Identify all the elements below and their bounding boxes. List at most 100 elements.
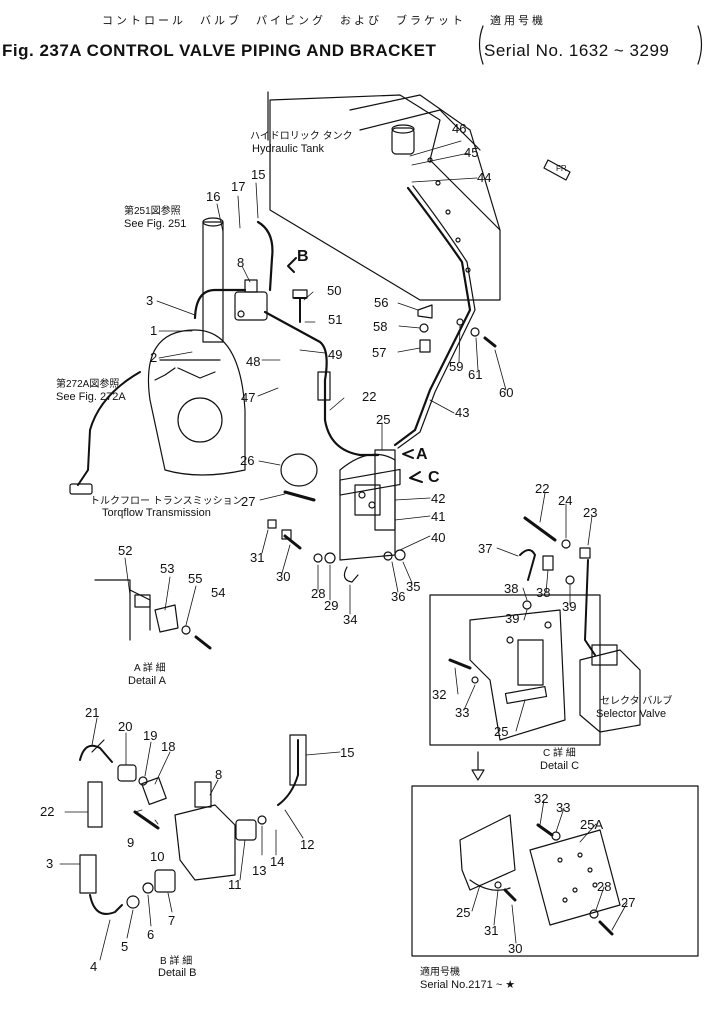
bolts-30-31	[267, 519, 302, 550]
part-43: 43	[455, 405, 470, 420]
part-47: 47	[241, 390, 256, 405]
pipe-22	[263, 310, 380, 457]
see-fig-272a-label: See Fig. 272A	[56, 391, 126, 403]
part-35: 35	[406, 579, 421, 594]
part-39-b: 39	[562, 599, 577, 614]
part-15-b: 15	[340, 745, 355, 760]
torqflow-label: Torqflow Transmission	[102, 507, 211, 519]
part-54: 54	[211, 585, 226, 600]
part-22-c: 22	[535, 481, 550, 496]
transmission-housing	[147, 329, 246, 476]
pipe-3	[193, 288, 247, 320]
part-28-b: 28	[597, 879, 612, 894]
part-22-b: 22	[40, 804, 55, 819]
bolt-50	[293, 297, 307, 323]
selector-valve-label: Selector Valve	[596, 708, 667, 720]
part-27: 27	[241, 494, 256, 509]
detail-serial-2171	[411, 785, 699, 957]
serial-range: Serial No. 1632 ~ 3299	[484, 41, 670, 60]
jp-serial-label: 適用号機	[490, 15, 546, 27]
part-2: 2	[150, 350, 158, 365]
part-21: 21	[85, 705, 100, 720]
part-7: 7	[168, 913, 176, 928]
part-3-b: 3	[46, 856, 54, 871]
part-38-a: 38	[504, 581, 519, 596]
part-27-b: 27	[621, 895, 636, 910]
part-57: 57	[372, 345, 387, 360]
part-60: 60	[499, 385, 514, 400]
control-valve	[234, 279, 268, 321]
arrow-down	[471, 751, 485, 781]
jp-title: コントロール バルブ パイピング および ブラケット	[102, 15, 466, 27]
part-50: 50	[327, 283, 342, 298]
part-32: 32	[432, 687, 447, 702]
arrow-b-icon	[287, 257, 297, 273]
part-53: 53	[160, 561, 175, 576]
part-3: 3	[146, 293, 154, 308]
part-51: 51	[328, 312, 343, 327]
detail-b	[79, 734, 307, 915]
part-31: 31	[250, 550, 265, 565]
part-56: 56	[374, 295, 389, 310]
part-8: 8	[237, 255, 245, 270]
hose-end-47	[317, 371, 331, 401]
part-58: 58	[373, 319, 388, 334]
part-42: 42	[431, 491, 446, 506]
part-13: 13	[252, 863, 267, 878]
detail-a-jp: A 詳 細	[134, 663, 166, 674]
part-9: 9	[127, 835, 135, 850]
ref-b: B	[297, 248, 309, 265]
page-title: Fig. 237A CONTROL VALVE PIPING AND BRACK…	[2, 41, 437, 60]
part-56	[417, 304, 433, 319]
detail-c-jp: C 詳 細	[543, 748, 576, 759]
title-bracket-right	[697, 25, 703, 65]
see-fig-251-label: See Fig. 251	[124, 218, 187, 230]
ref-c: C	[428, 469, 440, 486]
part-34: 34	[343, 612, 358, 627]
part-20: 20	[118, 719, 133, 734]
part-61: 61	[468, 367, 483, 382]
part-14: 14	[270, 854, 285, 869]
part-8-b: 8	[215, 767, 223, 782]
detail-c	[429, 516, 641, 746]
o-ring-26	[280, 453, 318, 487]
part-16: 16	[206, 189, 221, 204]
part-55: 55	[188, 571, 203, 586]
hydraulic-tank-label: Hydraulic Tank	[252, 143, 324, 155]
part-59: 59	[449, 359, 464, 374]
part-44: 44	[477, 170, 492, 185]
part-12: 12	[300, 837, 315, 852]
leader-lines	[59, 140, 628, 961]
part-36: 36	[391, 589, 406, 604]
part-25-b: 25	[456, 905, 471, 920]
part-28: 28	[311, 586, 326, 601]
part-15: 15	[251, 167, 266, 182]
part-45: 45	[464, 145, 479, 160]
part-30: 30	[276, 569, 291, 584]
u-bolt-34	[343, 566, 359, 583]
part-6: 6	[147, 927, 155, 942]
valve-plate	[339, 449, 401, 561]
part-4: 4	[90, 959, 98, 974]
hose-15	[256, 220, 274, 292]
part-5: 5	[121, 939, 129, 954]
part-25: 25	[376, 412, 391, 427]
torqflow-jp: トルクフロー トランスミッション	[90, 496, 243, 507]
pipe-272a	[77, 371, 141, 486]
part-33: 33	[455, 705, 470, 720]
serial-2171-label: Serial No.2171 ~ ★	[420, 979, 516, 991]
part-29: 29	[324, 598, 339, 613]
serial-2171-jp: 適用号機	[420, 967, 460, 978]
pipe-43	[393, 186, 472, 447]
part-25A: 25A	[580, 817, 604, 832]
detail-a-label: Detail A	[128, 675, 166, 687]
detail-a	[94, 579, 212, 650]
hydraulic-tank	[269, 94, 501, 301]
part-26: 26	[240, 453, 255, 468]
part-23: 23	[583, 505, 598, 520]
detail-b-label: Detail B	[158, 967, 197, 979]
part-19: 19	[143, 728, 158, 743]
part-1: 1	[150, 323, 158, 338]
title-bracket-left	[478, 25, 484, 65]
